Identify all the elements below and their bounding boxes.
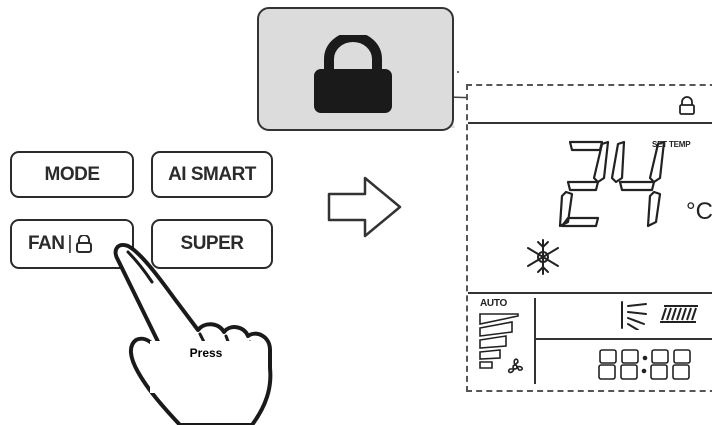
arrow-right-icon	[327, 176, 402, 238]
lcd-top-divider	[468, 122, 712, 124]
fan-speed-bars	[479, 313, 519, 369]
lcd-fan-divider	[534, 298, 536, 384]
lcd-mid-divider	[536, 338, 712, 340]
temperature-readout	[558, 140, 666, 228]
fan-icon	[507, 358, 523, 374]
mode-button-label: MODE	[44, 163, 101, 185]
temperature-unit: °C	[686, 198, 712, 225]
press-instruction-box: Press	[150, 341, 262, 393]
press-instruction-label: Press	[189, 346, 223, 360]
fan-button-separator: |	[67, 233, 73, 254]
fan-lock-button[interactable]: FAN |	[10, 219, 134, 269]
swing-icon	[621, 301, 647, 330]
ai-smart-button[interactable]: AI SMART	[151, 151, 273, 198]
super-button-label: SUPER	[180, 233, 244, 254]
super-button[interactable]: SUPER	[151, 219, 273, 269]
lock-zoom-callout	[257, 7, 454, 131]
lock-icon	[314, 35, 392, 113]
fan-button-label: FAN	[28, 233, 65, 254]
time-readout	[598, 349, 691, 380]
ai-smart-button-label: AI SMART	[168, 163, 256, 185]
fan-mode-label: AUTO	[480, 298, 507, 309]
set-temp-label: SET TEMP	[652, 140, 691, 149]
lock-icon	[679, 96, 695, 115]
lcd-bottom-divider	[468, 292, 712, 294]
lock-icon	[75, 235, 92, 253]
lcd-display: SET TEMP °C AUTO	[466, 84, 712, 392]
snowflake-icon	[527, 239, 559, 275]
louver-icon	[660, 305, 698, 323]
mode-button[interactable]: MODE	[10, 151, 134, 198]
